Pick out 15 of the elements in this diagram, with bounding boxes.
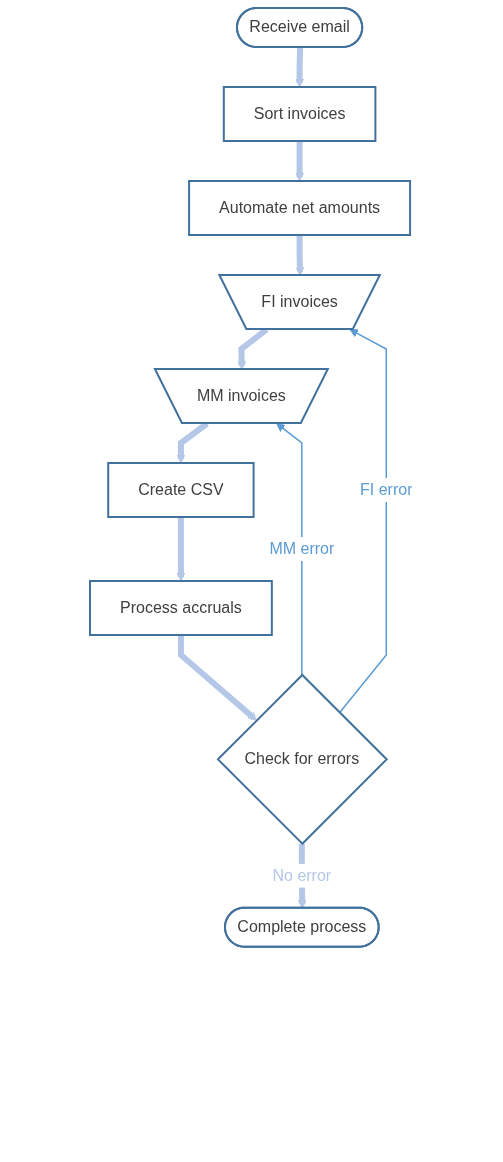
- edge-label: No error: [272, 866, 332, 884]
- arrow: [178, 635, 258, 721]
- edge-label: MM error: [269, 539, 335, 557]
- arrow: [295, 141, 305, 182]
- node-box: Automate net amounts: [188, 180, 412, 236]
- node-box: Process accruals: [89, 580, 274, 636]
- node-box: Sort invoices: [223, 86, 377, 142]
- arrow: [295, 47, 305, 88]
- arrow: [339, 329, 388, 714]
- node-box: Create CSV: [107, 462, 255, 518]
- edge-label: FI error: [360, 480, 413, 498]
- arrow: [276, 423, 303, 676]
- node-diamond: Check for errors: [216, 673, 389, 846]
- arrow: [176, 517, 186, 582]
- arrow: [295, 235, 305, 276]
